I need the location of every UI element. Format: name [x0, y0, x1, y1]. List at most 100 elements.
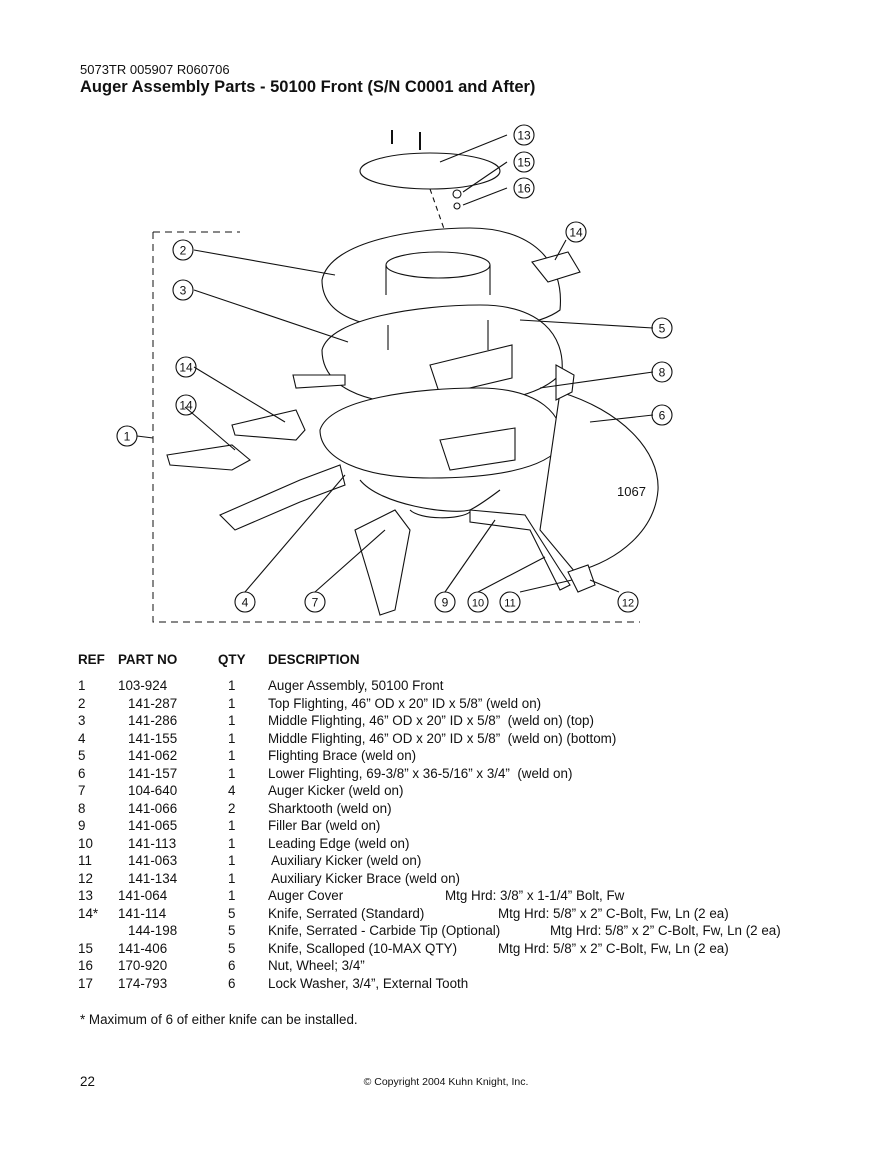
mounting-hardware-text: Mtg Hrd: 5/8” x 2” C-Bolt, Fw, Ln (2 ea) — [550, 923, 781, 938]
cell-ref: 6 — [78, 765, 86, 781]
callout-2: 2 — [172, 239, 194, 261]
header-qty: QTY — [218, 652, 246, 667]
description-text: Sharktooth (weld on) — [268, 800, 392, 816]
cell-ref: 4 — [78, 730, 86, 746]
description-text: Knife, Scalloped (10-MAX QTY) — [268, 940, 458, 956]
cell-description: Filler Bar (weld on) — [268, 817, 616, 835]
description-text: Knife, Serrated - Carbide Tip (Optional) — [268, 923, 501, 938]
header-part-no: PART NO — [118, 652, 178, 667]
cell-ref: 5 — [78, 748, 86, 763]
cell-ref: 2 — [78, 695, 86, 711]
cell-description: Auxiliary Kicker Brace (weld on) — [268, 870, 616, 888]
cell-description: Lock Washer, 3/4”, External Tooth — [268, 975, 616, 993]
svg-text:13: 13 — [517, 129, 531, 143]
cell-ref: 3 — [78, 713, 86, 728]
cell-description: Auger Assembly, 50100 Front — [268, 677, 616, 695]
description-text: Flighting Brace (weld on) — [268, 748, 417, 763]
cell-qty: 1 — [228, 713, 236, 728]
cell-ref: 10 — [78, 835, 93, 851]
callout-14b: 14 — [175, 394, 197, 416]
cell-part-no: 141-155 — [128, 730, 178, 746]
cell-part-no: 141-406 — [118, 940, 168, 956]
callout-16: 15 — [513, 151, 535, 173]
cell-ref — [78, 922, 118, 940]
description-text: Middle Flighting, 46” OD x 20” ID x 5/8”… — [268, 730, 617, 746]
svg-text:4: 4 — [242, 596, 249, 610]
callout-13: 13 — [513, 124, 535, 146]
svg-text:1: 1 — [124, 430, 131, 444]
svg-text:15: 15 — [517, 156, 531, 170]
description-text: Auger Cover — [268, 888, 344, 903]
callout-8: 8 — [651, 361, 673, 383]
copyright: © Copyright 2004 Kuhn Knight, Inc. — [363, 1076, 529, 1088]
description-text: Auger Assembly, 50100 Front — [268, 678, 444, 693]
cell-description: Lower Flighting, 69-3/8” x 36-5/16” x 3/… — [268, 765, 616, 783]
cell-part-no: 141-063 — [128, 853, 178, 868]
callout-1: 1 — [116, 425, 138, 447]
cell-ref: 9 — [78, 818, 86, 833]
callout-14: 14 — [175, 356, 197, 378]
cell-description: Middle Flighting, 46” OD x 20” ID x 5/8”… — [268, 712, 616, 730]
cell-part-no: 141-157 — [128, 765, 178, 781]
cell-qty: 1 — [228, 870, 236, 886]
cell-part-no: 141-062 — [128, 748, 178, 763]
table-row: 9 141-065 1 Filler Bar (weld on) — [78, 817, 616, 835]
parts-table-header: REF PART NO QTY DESCRIPTION — [78, 652, 616, 677]
cell-part-no: 141-113 — [128, 835, 177, 851]
svg-text:10: 10 — [472, 598, 484, 610]
callout-17: 16 — [513, 177, 535, 199]
cell-description: Auxiliary Kicker (weld on) — [268, 852, 616, 870]
cell-qty: 1 — [228, 818, 236, 833]
svg-text:5: 5 — [659, 322, 666, 336]
cell-ref: 14* — [78, 905, 99, 921]
svg-text:9: 9 — [442, 596, 449, 610]
cell-qty: 1 — [228, 730, 236, 746]
svg-text:14: 14 — [569, 226, 583, 240]
callout-6: 6 — [651, 404, 673, 426]
cell-part-no: 170-920 — [118, 958, 168, 973]
cell-qty: 1 — [228, 853, 236, 868]
cell-qty: 6 — [228, 958, 236, 973]
cell-ref: 13 — [78, 888, 93, 903]
description-text: Top Flighting, 46” OD x 20” ID x 5/8” (w… — [268, 695, 542, 711]
cell-qty: 5 — [228, 940, 236, 956]
description-text: Nut, Wheel; 3/4” — [268, 958, 365, 973]
cell-part-no: 104-640 — [128, 783, 178, 798]
mounting-hardware-text: Mtg Hrd: 5/8” x 2” C-Bolt, Fw, Ln (2 ea) — [498, 940, 729, 956]
callout-7: 7 — [304, 591, 326, 613]
cell-description: Knife, Serrated (Standard)Mtg Hrd: 5/8” … — [268, 905, 729, 923]
cell-qty: 2 — [228, 800, 236, 816]
cell-part-no: 141-114 — [118, 905, 167, 921]
callout-15: 14 — [565, 221, 587, 243]
cell-qty: 5 — [228, 923, 236, 938]
svg-text:7: 7 — [312, 596, 319, 610]
description-text: Auxiliary Kicker (weld on) — [268, 853, 422, 868]
svg-text:8: 8 — [659, 366, 666, 380]
cell-description: Sharktooth (weld on) — [268, 800, 616, 818]
page-number: 22 — [80, 1074, 95, 1089]
description-text: Auger Kicker (weld on) — [268, 783, 404, 798]
cell-description: Knife, Serrated - Carbide Tip (Optional)… — [268, 922, 781, 940]
description-text: Auxiliary Kicker Brace (weld on) — [268, 870, 460, 886]
description-text: Filler Bar (weld on) — [268, 818, 381, 833]
cell-ref: 1 — [78, 678, 86, 693]
cell-part-no: 141-065 — [128, 818, 178, 833]
page-title: Auger Assembly Parts - 50100 Front (S/N … — [80, 78, 536, 96]
svg-text:12: 12 — [622, 598, 634, 610]
cell-part-no: 103-924 — [118, 678, 168, 693]
callout-4: 4 — [234, 591, 256, 613]
cell-description: Middle Flighting, 46” OD x 20” ID x 5/8”… — [268, 730, 616, 748]
mounting-hardware-text: Mtg Hrd: 3/8” x 1-1/4” Bolt, Fw — [445, 888, 625, 903]
